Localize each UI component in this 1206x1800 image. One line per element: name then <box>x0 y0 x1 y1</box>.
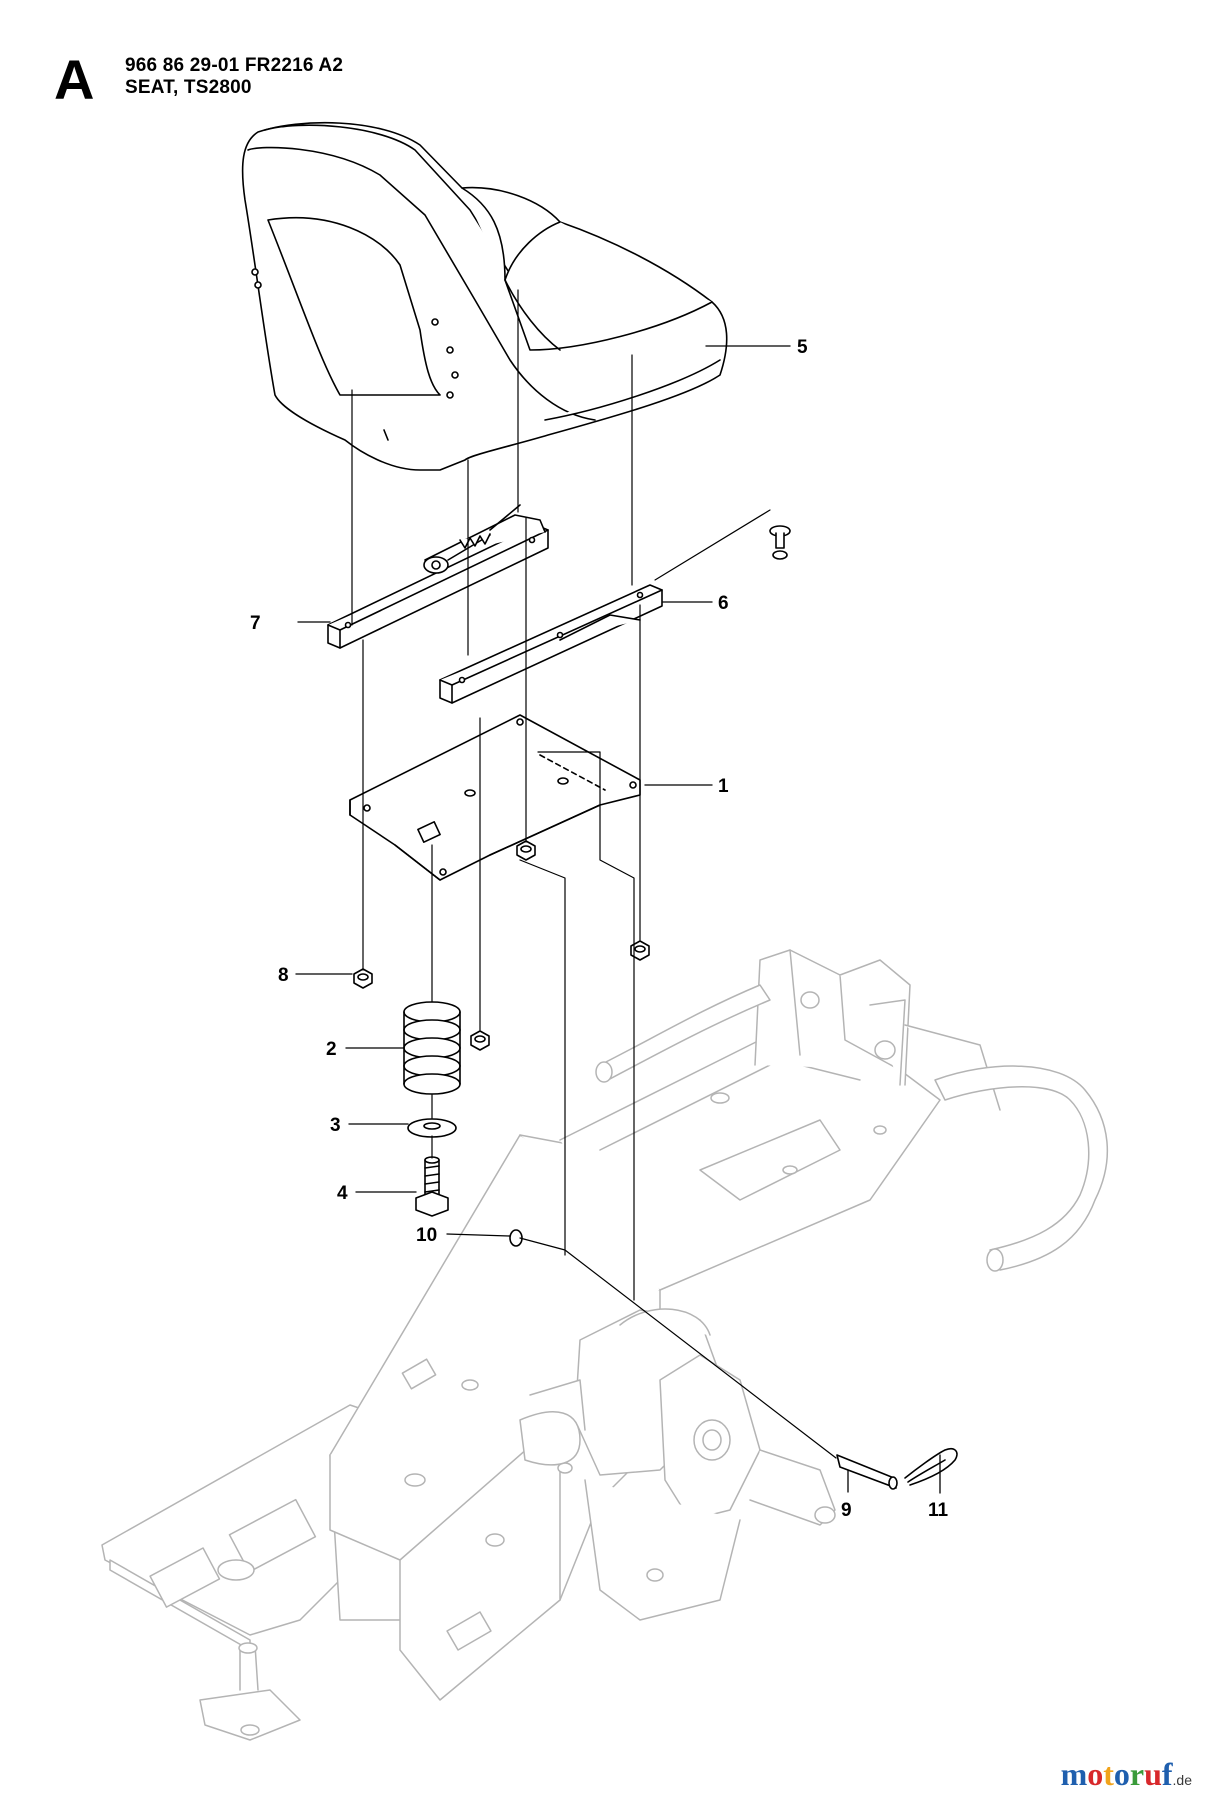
top-bolt <box>769 525 791 560</box>
watermark-letter: o <box>1113 1756 1130 1792</box>
seat-plate-part-1 <box>349 714 641 881</box>
callout-8: 8 <box>278 965 289 986</box>
assembly-description: SEAT, TS2800 <box>125 77 252 98</box>
assembly-lines <box>351 289 837 1459</box>
slide-rail-part-7 <box>327 504 549 649</box>
watermark-letter: u <box>1144 1756 1162 1792</box>
callout-7: 7 <box>250 613 261 634</box>
callout-2: 2 <box>326 1039 337 1060</box>
leader-lines <box>295 345 941 1494</box>
slide-rail-part-6 <box>439 584 663 704</box>
watermark-letter: r <box>1129 1756 1145 1792</box>
watermark-letter: f <box>1161 1756 1173 1792</box>
callout-6: 6 <box>718 593 729 614</box>
watermark-letter: t <box>1103 1756 1114 1792</box>
pivot-pin-part-9 <box>836 1454 898 1490</box>
callout-4: 4 <box>337 1183 348 1204</box>
spring-part-2 <box>403 1001 461 1095</box>
mower-frame <box>101 949 1109 1741</box>
washer-part-3 <box>407 1118 457 1138</box>
watermark-suffix: .de <box>1172 1772 1192 1788</box>
callout-5: 5 <box>797 337 808 358</box>
lock-nuts <box>353 840 650 1051</box>
part-code: 966 86 29-01 FR2216 A2 <box>125 55 344 76</box>
hair-pin-clip-part-11 <box>904 1447 958 1486</box>
section-letter: A <box>54 48 95 111</box>
bolt-part-4 <box>415 1156 449 1217</box>
watermark-letter: m <box>1060 1756 1088 1792</box>
seat-part-5 <box>241 121 728 471</box>
watermark-letter: o <box>1087 1756 1104 1792</box>
callout-11: 11 <box>928 1500 949 1521</box>
callout-10: 10 <box>416 1225 437 1246</box>
watermark-logo: motoruf.de <box>1061 1758 1192 1790</box>
callout-1: 1 <box>718 776 729 797</box>
callout-numbers: 1 2 3 4 5 6 7 8 9 10 11 <box>250 337 949 1521</box>
callout-9: 9 <box>841 1500 852 1521</box>
callout-3: 3 <box>330 1115 341 1136</box>
